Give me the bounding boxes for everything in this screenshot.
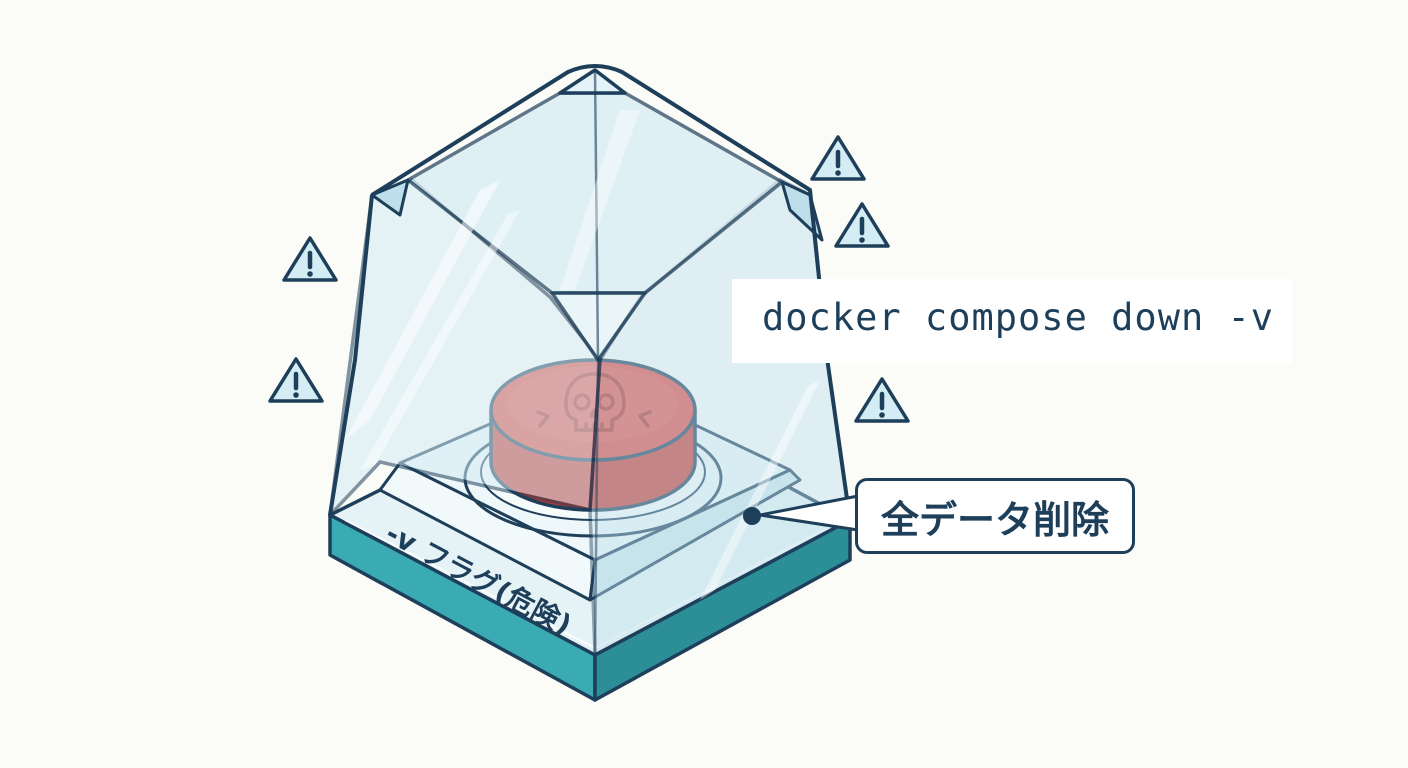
warning-triangle-icon [268, 357, 324, 403]
warning-triangle-icon [854, 377, 910, 423]
command-box [732, 279, 1292, 363]
warning-triangle-icon [834, 202, 890, 248]
command-text: docker compose down -v [762, 296, 1275, 339]
warning-triangle-icon [810, 135, 866, 181]
callout-text: 全データ削除 [880, 497, 1109, 542]
warning-triangle-icon [282, 236, 338, 282]
callout-box: 全データ削除 [855, 478, 1135, 554]
